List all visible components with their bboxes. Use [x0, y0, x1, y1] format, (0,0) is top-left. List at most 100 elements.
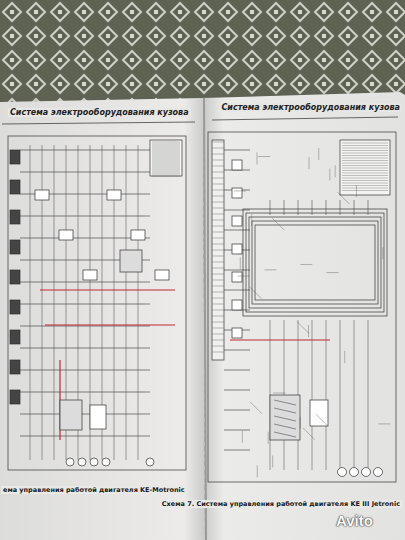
book-spine: [204, 98, 206, 540]
component-box: [107, 190, 121, 200]
wire: [152, 156, 180, 157]
wire: [20, 348, 150, 349]
wire: [212, 238, 224, 239]
wire: [224, 230, 250, 231]
wire: [342, 173, 388, 174]
relay-block: [310, 400, 328, 426]
wire: [224, 370, 250, 371]
component-box: [83, 270, 97, 280]
wire: [273, 392, 285, 393]
figure-caption: ема управления работой двигателя KE-Motr…: [1, 486, 187, 494]
ecu-block: [150, 140, 182, 176]
component-box: [59, 230, 73, 240]
component-box: [232, 244, 242, 254]
wire: [212, 346, 224, 347]
wire: [20, 370, 150, 371]
wire: [338, 192, 350, 204]
wire: [20, 414, 150, 415]
wire: [326, 272, 338, 273]
wire: [335, 165, 336, 177]
wire: [342, 183, 388, 184]
wire: [212, 250, 224, 251]
wire: [368, 200, 369, 215]
component-box: [232, 300, 242, 310]
wire: [242, 431, 243, 443]
wire: [20, 392, 150, 393]
wire: [258, 156, 270, 157]
wiring-schematic: [8, 132, 396, 482]
wire: [45, 324, 175, 325]
component-box: [232, 188, 242, 198]
connector-block: [10, 240, 20, 254]
plug-connector: [146, 458, 154, 466]
plug-connector: [78, 458, 86, 466]
wire: [212, 190, 224, 191]
plug-connector: [374, 468, 383, 477]
wire: [342, 145, 388, 146]
wire: [342, 175, 388, 176]
wire-harness: [252, 221, 378, 304]
wire: [326, 200, 327, 215]
wire: [274, 416, 296, 421]
wire: [312, 320, 313, 470]
left-page: [0, 98, 205, 540]
header-rule: [212, 117, 398, 120]
wire: [224, 350, 250, 351]
wire-harness: [246, 213, 384, 312]
wire: [340, 320, 341, 470]
wire-harness: [243, 209, 387, 316]
wire: [212, 286, 224, 287]
wire: [378, 423, 390, 424]
wire: [54, 145, 55, 460]
relay-block: [60, 400, 82, 430]
connector-block: [10, 270, 20, 284]
wire: [152, 168, 180, 169]
sensor-block: [120, 250, 142, 272]
wire: [224, 390, 250, 391]
wire: [152, 174, 180, 175]
wire: [212, 322, 224, 323]
page-header: Система электрооборудования кузова: [219, 103, 402, 112]
wire: [251, 214, 252, 226]
wire: [212, 172, 224, 173]
wire: [212, 166, 224, 167]
wire: [342, 158, 388, 159]
wire: [212, 184, 224, 185]
component-box: [232, 160, 242, 170]
wire: [284, 200, 285, 215]
schematic-frame: [8, 136, 186, 470]
header-rule: [2, 122, 195, 124]
wire: [20, 150, 150, 151]
wire: [342, 160, 388, 161]
wire: [212, 274, 224, 275]
connector-block: [10, 330, 20, 344]
wire: [342, 190, 388, 191]
wire: [272, 456, 273, 468]
wire: [152, 176, 180, 177]
wire: [212, 232, 224, 233]
wire: [212, 160, 224, 161]
wire: [309, 157, 310, 169]
wire: [212, 304, 224, 305]
wire: [212, 148, 224, 149]
wire: [224, 430, 250, 431]
wire: [152, 158, 180, 159]
wire: [238, 276, 250, 277]
wire: [326, 320, 327, 470]
wire: [152, 154, 180, 155]
component-box: [232, 328, 242, 338]
schematic-frame: [208, 132, 396, 482]
wire: [300, 264, 312, 265]
plug-connector: [102, 458, 110, 466]
plug-connector: [66, 458, 74, 466]
wire: [20, 282, 150, 283]
wire: [303, 428, 315, 440]
wire: [264, 269, 276, 270]
wire: [152, 172, 180, 173]
wire-harness: [249, 217, 381, 308]
wire: [342, 178, 388, 179]
wire: [250, 402, 262, 414]
wire: [356, 185, 357, 197]
wire: [212, 214, 224, 215]
